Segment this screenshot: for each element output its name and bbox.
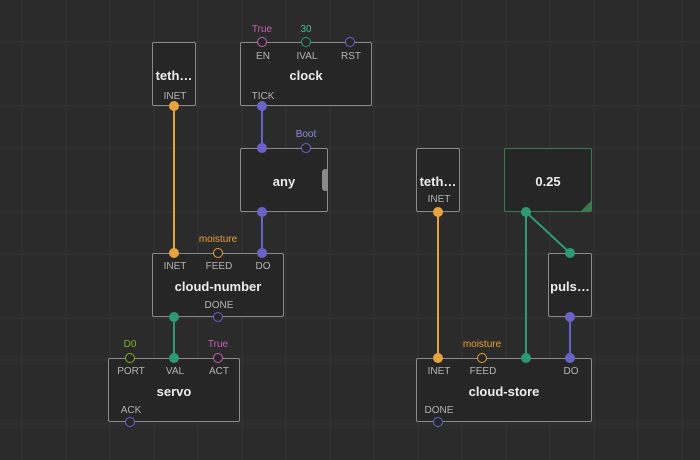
node-title: puls… <box>550 279 590 294</box>
inet-pin-label: INET <box>163 91 187 102</box>
ival-pin-value: 30 <box>300 24 312 35</box>
ival-pin-label: IVAL <box>296 51 318 62</box>
en-pin-value: True <box>251 24 273 35</box>
inet-pin-label: INET <box>427 366 451 377</box>
any-input-pin-1[interactable] <box>257 143 267 153</box>
cloud-number-inet-input-pin[interactable] <box>169 248 179 258</box>
tethering-node-1[interactable]: teth… INET <box>152 42 196 106</box>
cloud-number-value-output-pin[interactable] <box>169 312 179 322</box>
constant-number-node[interactable]: 0.25 <box>504 148 592 212</box>
feed-pin-value: moisture <box>198 234 238 245</box>
teth1-inet-output-pin[interactable] <box>169 101 179 111</box>
servo-ack-output-pin[interactable] <box>125 417 135 427</box>
clock-rst-input-pin[interactable] <box>345 37 355 47</box>
cloud-number-node[interactable]: cloud-number INET FEED DO DONE <box>152 253 284 317</box>
node-title: any <box>272 174 296 189</box>
done-pin-label: DONE <box>204 300 234 311</box>
tick-pin-label: TICK <box>251 91 275 102</box>
constant-corner-mark <box>581 201 591 211</box>
ack-pin-label: ACK <box>120 405 142 416</box>
val-pin-label: VAL <box>165 366 185 377</box>
node-title: servo <box>156 384 192 399</box>
any-output-pin[interactable] <box>257 207 267 217</box>
puls-output-pin[interactable] <box>565 312 575 322</box>
cloud-store-do-input-pin[interactable] <box>565 353 575 363</box>
node-title: cloud-store <box>468 384 540 399</box>
any-boot-input-pin[interactable] <box>301 143 311 153</box>
cloud-number-do-input-pin[interactable] <box>257 248 267 258</box>
cloud-store-node[interactable]: cloud-store INET FEED DO DONE <box>416 358 592 422</box>
clock-en-input-pin[interactable] <box>257 37 267 47</box>
servo-port-input-pin[interactable] <box>125 353 135 363</box>
variadic-handle[interactable] <box>322 169 328 191</box>
const-output-pin[interactable] <box>521 207 531 217</box>
pulse-node[interactable]: puls… <box>548 253 592 317</box>
inet-pin-label: INET <box>163 261 187 272</box>
do-pin-label: DO <box>255 261 271 272</box>
clock-ival-input-pin[interactable] <box>301 37 311 47</box>
clock-node[interactable]: clock EN IVAL RST TICK <box>240 42 372 106</box>
tethering-node-2[interactable]: teth… INET <box>416 148 460 212</box>
cloud-store-feed-input-pin[interactable] <box>477 353 487 363</box>
any-node[interactable]: any <box>240 148 328 212</box>
inet-pin-label: INET <box>427 194 451 205</box>
cloud-number-done-output-pin[interactable] <box>213 312 223 322</box>
feed-pin-value: moisture <box>462 339 502 350</box>
servo-val-input-pin[interactable] <box>169 353 179 363</box>
node-title: teth… <box>419 174 457 189</box>
links <box>173 107 571 358</box>
node-title: teth… <box>155 68 193 83</box>
act-pin-label: ACT <box>209 366 229 377</box>
cloud-store-value-input-pin[interactable] <box>521 353 531 363</box>
node-title: 0.25 <box>535 174 561 189</box>
node-title: cloud-number <box>174 279 262 294</box>
clock-tick-output-pin[interactable] <box>257 101 267 111</box>
en-pin-label: EN <box>256 51 270 62</box>
feed-pin-label: FEED <box>205 261 233 272</box>
node-title: clock <box>289 68 323 83</box>
servo-act-input-pin[interactable] <box>213 353 223 363</box>
cloud-number-feed-input-pin[interactable] <box>213 248 223 258</box>
done-pin-label: DONE <box>424 405 454 416</box>
link-const-to-puls[interactable] <box>525 211 571 254</box>
port-pin-label: PORT <box>117 366 145 377</box>
port-pin-value: D0 <box>123 339 137 350</box>
rst-pin-label: RST <box>341 51 361 62</box>
cloud-store-done-output-pin[interactable] <box>433 417 443 427</box>
boot-pin-value: Boot <box>295 129 317 140</box>
teth2-inet-output-pin[interactable] <box>433 207 443 217</box>
puls-input-pin[interactable] <box>565 248 575 258</box>
do-pin-label: DO <box>563 366 579 377</box>
servo-node[interactable]: servo PORT VAL ACT ACK <box>108 358 240 422</box>
act-pin-value: True <box>207 339 229 350</box>
cloud-store-inet-input-pin[interactable] <box>433 353 443 363</box>
feed-pin-label: FEED <box>469 366 497 377</box>
